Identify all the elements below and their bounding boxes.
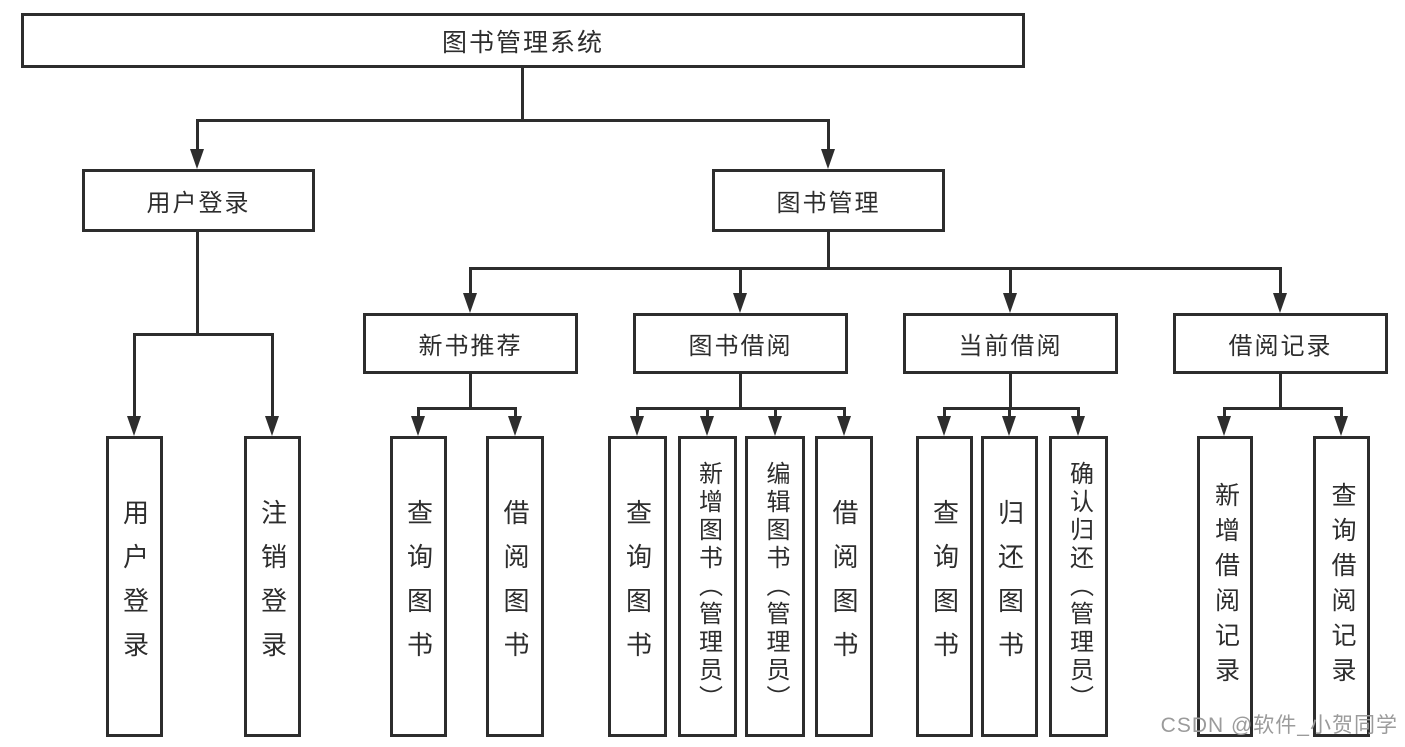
connector-group-stem — [1009, 372, 1012, 409]
leaf-label: 查询图书 — [929, 498, 960, 675]
leaf-label: 归还图书 — [994, 498, 1025, 675]
connector-drop-leaf — [774, 407, 777, 419]
connector-drop-leaf — [271, 333, 274, 418]
connector-group-stem — [469, 372, 472, 409]
leaf-query-books: 查询图书 — [916, 436, 973, 737]
connector-drop-leaf — [1223, 407, 1226, 419]
leaf-add-books-admin: 新增图书（管理员） — [678, 436, 737, 737]
node-borrowing-records: 借阅记录 — [1173, 313, 1388, 374]
leaf-add-borrow-record: 新增借阅记录 — [1197, 436, 1253, 737]
leaf-edit-books-admin: 编辑图书（管理员） — [745, 436, 805, 737]
node-new-book-recommend: 新书推荐 — [363, 313, 578, 374]
leaf-label: 新增借阅记录 — [1211, 481, 1240, 692]
connector-drop-leaf — [514, 407, 517, 419]
node-book-management: 图书管理 — [712, 169, 945, 232]
arrow-down-icon — [463, 293, 477, 313]
arrow-down-icon — [127, 416, 141, 436]
arrow-down-icon — [837, 416, 851, 436]
leaf-label: 查询借阅记录 — [1328, 481, 1356, 692]
connector-group-stem — [1279, 372, 1282, 409]
connector-drop-new-books — [469, 267, 472, 295]
connector-drop-leaf — [1077, 407, 1080, 419]
leaf-label: 借阅图书 — [500, 498, 530, 675]
leaf-query-books: 查询图书 — [608, 436, 667, 737]
connector-group-stem — [739, 372, 742, 409]
leaf-query-books: 查询图书 — [390, 436, 447, 737]
connector-group-rail — [417, 407, 517, 410]
arrow-down-icon — [508, 416, 522, 436]
arrow-down-icon — [1002, 416, 1016, 436]
arrow-down-icon — [768, 416, 782, 436]
arrow-down-icon — [1071, 416, 1085, 436]
arrow-down-icon — [190, 149, 204, 169]
connector-root-stem — [521, 66, 524, 121]
leaf-label: 编辑图书（管理员） — [762, 460, 789, 713]
node-book-borrowing: 图书借阅 — [633, 313, 848, 374]
connector-l3-rail — [469, 267, 1282, 270]
connector-drop-leaf — [843, 407, 846, 419]
arrow-down-icon — [937, 416, 951, 436]
watermark: CSDN @软件_小贺同学 — [1160, 714, 1398, 737]
leaf-label: 查询图书 — [403, 498, 434, 675]
leaf-label: 借阅图书 — [829, 498, 859, 675]
leaf-label: 确认归还（管理员） — [1065, 460, 1093, 713]
connector-group-rail — [636, 407, 845, 410]
leaf-label: 新增图书（管理员） — [694, 460, 722, 713]
arrow-down-icon — [1003, 293, 1017, 313]
connector-drop-leaf — [1008, 407, 1011, 419]
arrow-down-icon — [700, 416, 714, 436]
leaf-logout: 注销登录 — [244, 436, 301, 737]
leaf-borrow-books: 借阅图书 — [486, 436, 544, 737]
connector-drop-borrowing — [739, 267, 742, 295]
leaf-return-books: 归还图书 — [981, 436, 1038, 737]
leaf-label: 查询图书 — [622, 498, 653, 675]
connector-drop-leaf — [417, 407, 420, 419]
connector-l2-rail — [196, 119, 830, 122]
leaf-confirm-return-admin: 确认归还（管理员） — [1049, 436, 1108, 737]
connector-drop-user-login — [196, 119, 199, 151]
node-user-login: 用户登录 — [82, 169, 315, 232]
connector-drop-book-mgmt — [827, 119, 830, 151]
connector-userlogin-rail — [133, 333, 274, 336]
connector-drop-records — [1279, 267, 1282, 295]
node-current-borrowing: 当前借阅 — [903, 313, 1118, 374]
connector-bookmgmt-stem — [827, 230, 830, 270]
connector-drop-leaf — [636, 407, 639, 419]
connector-drop-leaf — [706, 407, 709, 419]
connector-drop-leaf — [943, 407, 946, 419]
arrow-down-icon — [630, 416, 644, 436]
arrow-down-icon — [1217, 416, 1231, 436]
arrow-down-icon — [265, 416, 279, 436]
connector-drop-leaf — [1340, 407, 1343, 419]
leaf-user-login: 用户登录 — [106, 436, 163, 737]
leaf-borrow-books: 借阅图书 — [815, 436, 873, 737]
arrow-down-icon — [821, 149, 835, 169]
connector-group-rail — [943, 407, 1080, 410]
leaf-query-borrow-record: 查询借阅记录 — [1313, 436, 1370, 737]
node-library-system: 图书管理系统 — [21, 13, 1025, 68]
connector-userlogin-stem — [196, 230, 199, 335]
arrow-down-icon — [411, 416, 425, 436]
connector-drop-leaf — [133, 333, 136, 418]
connector-drop-current — [1009, 267, 1012, 295]
leaf-label: 用户登录 — [119, 498, 150, 675]
connector-group-rail — [1223, 407, 1343, 410]
arrow-down-icon — [1273, 293, 1287, 313]
leaf-label: 注销登录 — [257, 498, 288, 675]
arrow-down-icon — [1334, 416, 1348, 436]
arrow-down-icon — [733, 293, 747, 313]
